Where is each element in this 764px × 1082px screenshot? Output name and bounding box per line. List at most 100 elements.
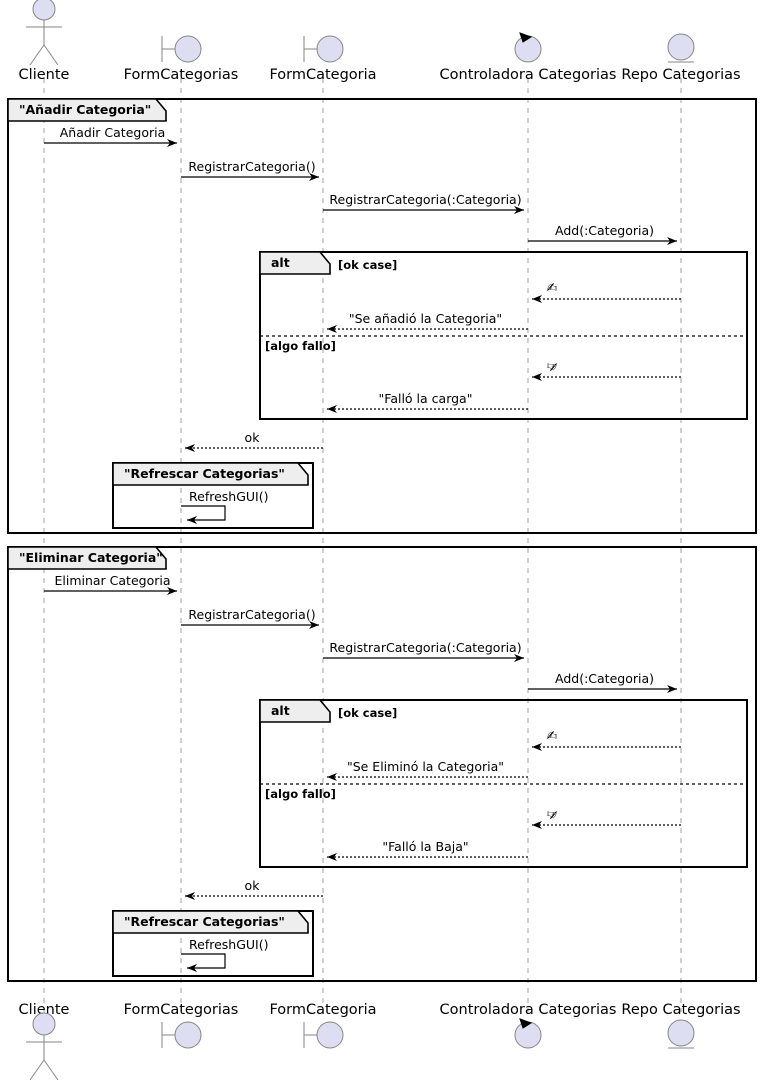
lifelines-layer [43, 78, 682, 1012]
self-call-label: RefreshGUI() [189, 489, 268, 504]
message: Add(:Categoria) [528, 223, 677, 245]
participant-head-cliente[interactable]: Cliente [19, 0, 70, 83]
thumbs-up-icon: ✍ [547, 281, 558, 296]
message: ✍ [532, 729, 681, 751]
alt-guard-fail: [algo fallo] [265, 787, 336, 801]
fragments-layer: "Añadir Categoria" alt [ok case] [algo fall… [7, 98, 757, 982]
actor-leg-right [43, 1059, 59, 1081]
alt-fragment-1-label: alt [271, 703, 290, 718]
message: Add(:Categoria) [528, 671, 677, 693]
message: RegistrarCategoria(:Categoria) [323, 192, 524, 214]
participant-label: Cliente [19, 1002, 70, 1018]
message: RegistrarCategoria(:Categoria) [323, 640, 524, 662]
control-arrow-icon [519, 1018, 533, 1029]
message: "Se Eliminó la Categoria" [327, 759, 528, 781]
alt-fragment-0-label: alt [271, 255, 290, 270]
actor-head-icon [32, 1012, 56, 1036]
message: ✍ [532, 806, 681, 829]
control-arrow-icon [519, 32, 533, 43]
participant-label: Repo Categorias [621, 67, 740, 83]
message-label: Eliminar Categoria [54, 573, 170, 588]
message-label: ok [245, 430, 261, 445]
boundary-circle-icon [174, 35, 202, 63]
thumbs-down-icon: ✍ [546, 358, 557, 373]
fragment-1-border [7, 546, 757, 982]
alt-fragment-1-tab [259, 699, 331, 723]
fragment-1: "Eliminar Categoria" [7, 546, 757, 982]
nested-fragment-1: "Refrescar Categorias" [112, 910, 314, 977]
actor-leg-right [43, 44, 59, 66]
boundary-circle-icon [316, 35, 344, 63]
alt-guard-ok: [ok case] [338, 258, 397, 272]
participant-head-formcategoria[interactable]: FormCategoria [269, 35, 377, 83]
participant-label: FormCategorias [124, 67, 239, 83]
self-call: RefreshGUI() [181, 489, 268, 524]
message: Eliminar Categoria [44, 573, 177, 595]
self-call: RefreshGUI() [181, 937, 268, 972]
fragment-0: "Añadir Categoria" [7, 98, 757, 534]
participant-label: Controladora Categorias [440, 1002, 617, 1018]
actor-leg-left [29, 44, 45, 66]
message-label: Add(:Categoria) [555, 223, 654, 238]
thumbs-up-icon: ✍ [547, 729, 558, 744]
participant-foot-controladora-categorias[interactable]: Controladora Categorias [440, 1002, 617, 1049]
message-label: RegistrarCategoria(:Categoria) [329, 192, 521, 207]
control-circle-icon [514, 35, 542, 63]
message: ✍ [532, 281, 681, 303]
entity-circle-icon [667, 1019, 695, 1047]
actor-head-icon [32, 0, 56, 21]
alt-guard-fail: [algo fallo] [265, 339, 336, 353]
fragment-1-tab [7, 546, 167, 570]
fragment-0-label: "Añadir Categoria" [19, 102, 151, 117]
self-call-label: RefreshGUI() [189, 937, 268, 952]
participant-label: Repo Categorias [621, 1002, 740, 1018]
message-label: Add(:Categoria) [555, 671, 654, 686]
participant-foot-formcategorias[interactable]: FormCategorias [124, 1002, 239, 1049]
message: "Falló la carga" [327, 391, 528, 413]
participant-foot-repo-categorias[interactable]: Repo Categorias [621, 1002, 741, 1049]
message: "Falló la Baja" [327, 839, 528, 861]
message: "Se añadió la Categoria" [327, 311, 528, 333]
message: RegistrarCategoria() [181, 607, 319, 629]
self-call-arrow [181, 505, 226, 524]
nested-fragment-0: "Refrescar Categorias" [112, 462, 314, 529]
fragment-0-border [7, 98, 757, 534]
message: ✍ [532, 358, 681, 381]
self-call-arrow [181, 953, 226, 972]
message-label: "Falló la Baja" [382, 839, 468, 854]
participant-head-repo-categorias[interactable]: Repo Categorias [621, 33, 741, 83]
participant-label: FormCategoria [269, 1002, 376, 1018]
participant-label: Controladora Categorias [440, 67, 617, 83]
nested-fragment-0-tab [112, 462, 309, 486]
message-label: "Falló la carga" [379, 391, 473, 406]
boundary-circle-icon [316, 1021, 344, 1049]
message-label: RegistrarCategoria(:Categoria) [329, 640, 521, 655]
participant-head-formcategorias[interactable]: FormCategorias [124, 35, 239, 83]
participant-foot-cliente[interactable]: Cliente [19, 1002, 70, 1081]
fragment-1-label: "Eliminar Categoria" [19, 550, 163, 565]
participant-head-controladora-categorias[interactable]: Controladora Categorias [440, 32, 617, 83]
message-label: RegistrarCategoria() [188, 607, 315, 622]
participant-label: Cliente [19, 67, 70, 83]
participant-label: FormCategoria [269, 67, 376, 83]
message: ok [185, 878, 323, 900]
message-label: "Se Eliminó la Categoria" [347, 759, 504, 774]
message-label: ok [245, 878, 261, 893]
message-label: RegistrarCategoria() [188, 159, 315, 174]
message: ok [185, 430, 323, 452]
nested-fragment-0-label: "Refrescar Categorias" [124, 466, 285, 481]
entity-circle-icon [667, 33, 695, 61]
fragment-0-tab [7, 98, 167, 122]
control-circle-icon [514, 1021, 542, 1049]
actor-leg-left [29, 1059, 45, 1081]
alt-fragment-0-tab [259, 251, 331, 275]
boundary-circle-icon [174, 1021, 202, 1049]
participant-foot-formcategoria[interactable]: FormCategoria [269, 1002, 377, 1049]
message: RegistrarCategoria() [181, 159, 319, 181]
message-label: Añadir Categoria [60, 125, 166, 140]
thumbs-down-icon: ✍ [546, 806, 557, 821]
